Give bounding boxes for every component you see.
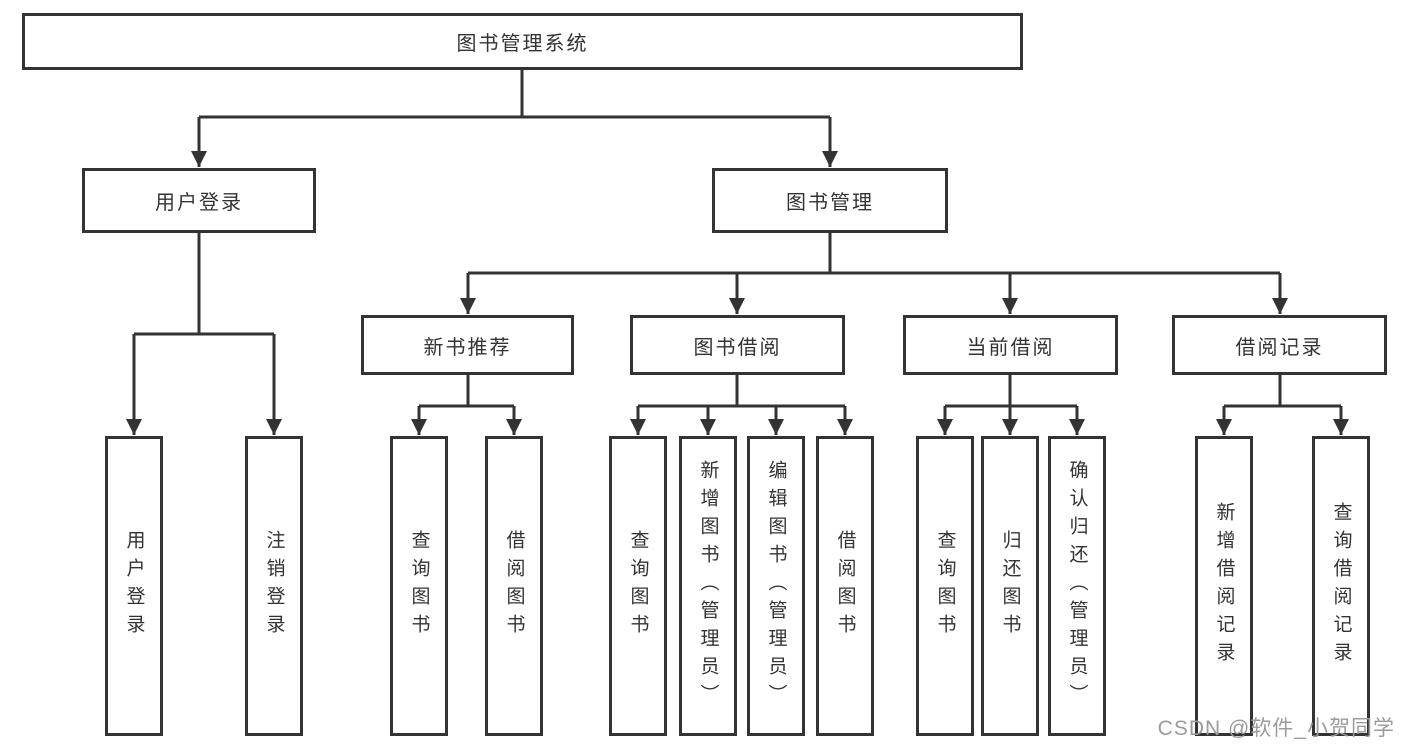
leaf-bb-query-book: 查询图书: [609, 436, 667, 736]
leaf-cb-confirm-return-label: 确认归还（管理员）: [1066, 460, 1088, 712]
leaf-bb-edit-book: 编辑图书（管理员）: [747, 436, 805, 736]
leaf-br-query-record: 查询借阅记录: [1312, 436, 1370, 736]
leaf-cb-return-book-label: 归还图书: [999, 530, 1021, 642]
leaf-nb-borrow-book: 借阅图书: [485, 436, 543, 736]
node-borrow-records: 借阅记录: [1172, 315, 1387, 375]
leaf-nb-query-book: 查询图书: [390, 436, 448, 736]
node-user-login-label: 用户登录: [155, 192, 243, 214]
leaf-br-query-record-label: 查询借阅记录: [1330, 502, 1352, 670]
leaf-br-add-record-label: 新增借阅记录: [1213, 502, 1235, 670]
watermark: CSDN @软件_小贺同学: [1157, 717, 1395, 740]
leaf-user-login-label: 用户登录: [123, 530, 145, 642]
leaf-logout-label: 注销登录: [263, 530, 285, 642]
leaf-nb-borrow-book-label: 借阅图书: [503, 530, 525, 642]
node-book-management-label: 图书管理: [786, 192, 874, 214]
leaf-nb-query-book-label: 查询图书: [408, 530, 430, 642]
node-borrow-records-label: 借阅记录: [1235, 336, 1324, 359]
node-new-book-recommend: 新书推荐: [361, 315, 574, 375]
node-book-borrow-label: 图书借阅: [693, 336, 782, 359]
node-user-login: 用户登录: [82, 168, 316, 233]
leaf-cb-return-book: 归还图书: [981, 436, 1039, 736]
leaf-logout: 注销登录: [245, 436, 303, 736]
leaf-cb-query-book-label: 查询图书: [934, 530, 956, 642]
node-book-borrow: 图书借阅: [630, 315, 845, 375]
leaf-cb-query-book: 查询图书: [916, 436, 974, 736]
leaf-bb-edit-book-label: 编辑图书（管理员）: [765, 460, 787, 712]
node-current-borrow: 当前借阅: [903, 315, 1118, 375]
node-new-book-recommend-label: 新书推荐: [423, 336, 512, 359]
leaf-bb-query-book-label: 查询图书: [627, 530, 649, 642]
leaf-bb-borrow-book: 借阅图书: [816, 436, 874, 736]
node-root-system: 图书管理系统: [22, 13, 1023, 70]
node-root-label: 图书管理系统: [456, 33, 589, 55]
leaf-user-login: 用户登录: [105, 436, 163, 736]
node-book-management: 图书管理: [712, 168, 948, 233]
leaf-cb-confirm-return: 确认归还（管理员）: [1048, 436, 1106, 736]
leaf-br-add-record: 新增借阅记录: [1195, 436, 1253, 736]
leaf-bb-add-book: 新增图书（管理员）: [679, 436, 737, 736]
leaf-bb-borrow-book-label: 借阅图书: [834, 530, 856, 642]
leaf-bb-add-book-label: 新增图书（管理员）: [697, 460, 719, 712]
node-current-borrow-label: 当前借阅: [966, 336, 1055, 359]
